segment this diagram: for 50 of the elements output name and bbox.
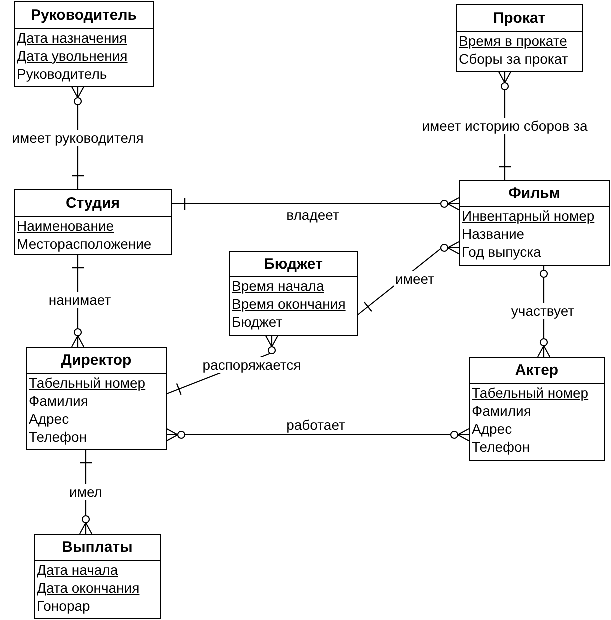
key-attribute: Наименование [17,218,114,234]
key-attribute: Табельный номер [29,375,146,391]
entity-name: Фильм [508,185,560,202]
key-attribute: Дата назначения [17,30,128,46]
attribute: Название [462,226,525,242]
relationship-label: нанимает [48,292,112,308]
attribute: Гонорар [37,598,90,614]
entity-name: Актер [515,362,559,379]
entity-name: Студия [66,194,120,212]
relationship-line [166,428,470,442]
relationship-label: имел [68,484,104,500]
entity-box [26,347,167,450]
entity-box [34,534,161,619]
attribute: Фамилия [29,393,88,409]
attribute: Фамилия [472,403,532,419]
key-attribute: Дата начала [37,562,118,578]
relationship-line [172,197,460,211]
attribute: Руководитель [17,66,108,82]
key-attribute: Время начала [232,278,324,294]
entity-name: Выплаты [62,539,133,556]
key-attribute: Инвентарный номер [462,208,595,224]
attribute: Месторасположение [17,236,152,252]
entity-box [459,180,610,266]
attribute: Адрес [472,421,512,437]
key-attribute: Время в прокате [459,33,568,49]
attribute: Год выпуска [462,244,542,260]
key-attribute: Время окончания [232,296,346,312]
attribute: Телефон [29,429,88,445]
key-attribute: Табельный номер [472,385,589,401]
relationship-label: работает [286,417,346,433]
relationship-label: имеет историю сборов за [421,118,589,134]
entity-box [229,251,358,336]
key-attribute: Дата окончания [37,580,140,596]
relationship-label: имеет [394,271,436,287]
entity-name: Бюджет [264,256,323,272]
attribute: Сборы за прокат [459,51,568,67]
attribute: Адрес [29,411,70,427]
entity-box [456,4,583,72]
entity-box [14,1,154,87]
attribute: Телефон [472,439,530,455]
key-attribute: Дата увольнения [17,48,128,64]
relationship-label: распоряжается [202,357,302,373]
attribute: Бюджет [232,314,283,330]
entity-box [14,189,172,255]
relationship-label: имеет руководителя [11,130,145,146]
entity-name: Руководитель [31,6,137,24]
entity-name: Директор [61,352,132,369]
entity-box [469,357,605,461]
entity-name: Прокат [493,10,546,26]
relationship-label: участвует [510,303,576,319]
